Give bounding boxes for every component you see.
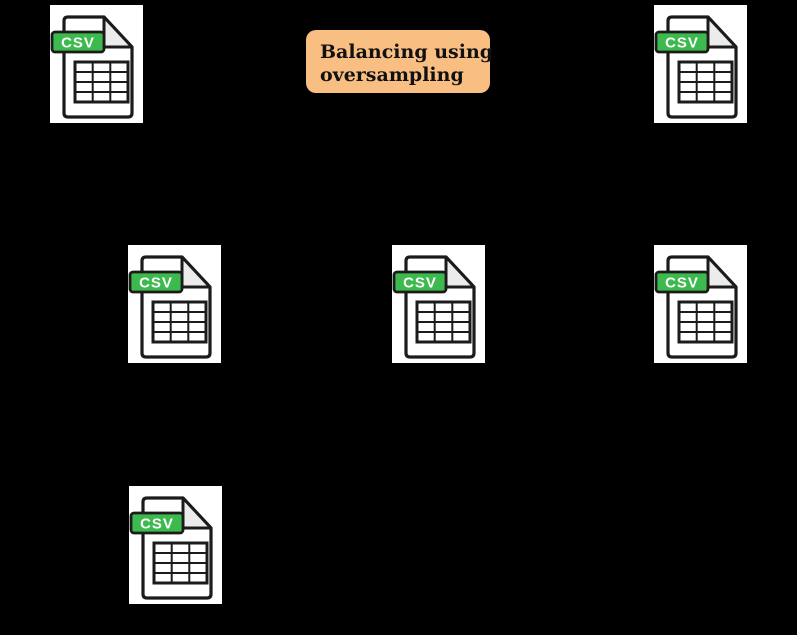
csv-badge-label: CSV [665,35,699,52]
csv-file-middle-right: CSV [654,245,747,363]
table-grid-icon [152,541,209,585]
csv-file-icon-svg: CSV [128,245,221,363]
csv-badge [129,511,185,535]
csv-file-bottom-left: CSV [129,486,222,604]
csv-file-top-left: CSV [50,5,143,123]
csv-badge [392,270,448,294]
csv-file-icon-svg: CSV [654,5,747,123]
process-label-box: Balancing using oversampling [306,30,494,93]
csv-badge-label: CSV [61,35,95,52]
csv-file-icon-svg: CSV [129,486,222,604]
csv-file-middle-center: CSV [392,245,485,363]
csv-file-top-right: CSV [654,5,747,123]
csv-badge-label: CSV [665,275,699,292]
csv-file-icon-svg: CSV [392,245,485,363]
csv-badge [654,270,710,294]
csv-badge [50,30,106,54]
csv-badge-label: CSV [139,275,173,292]
csv-file-icon-svg: CSV [50,5,143,123]
csv-file-icon-svg: CSV [654,245,747,363]
process-label-line-2: oversampling [320,63,464,86]
table-grid-icon [73,60,130,104]
csv-badge [128,270,184,294]
table-grid-icon [151,300,208,344]
csv-badge-label: CSV [403,275,437,292]
csv-badge [654,30,710,54]
csv-badge-label: CSV [140,516,174,533]
process-label-line-1: Balancing using [320,40,494,63]
table-grid-icon [677,60,734,104]
table-grid-icon [677,300,734,344]
table-grid-icon [415,300,472,344]
csv-file-middle-left: CSV [128,245,221,363]
